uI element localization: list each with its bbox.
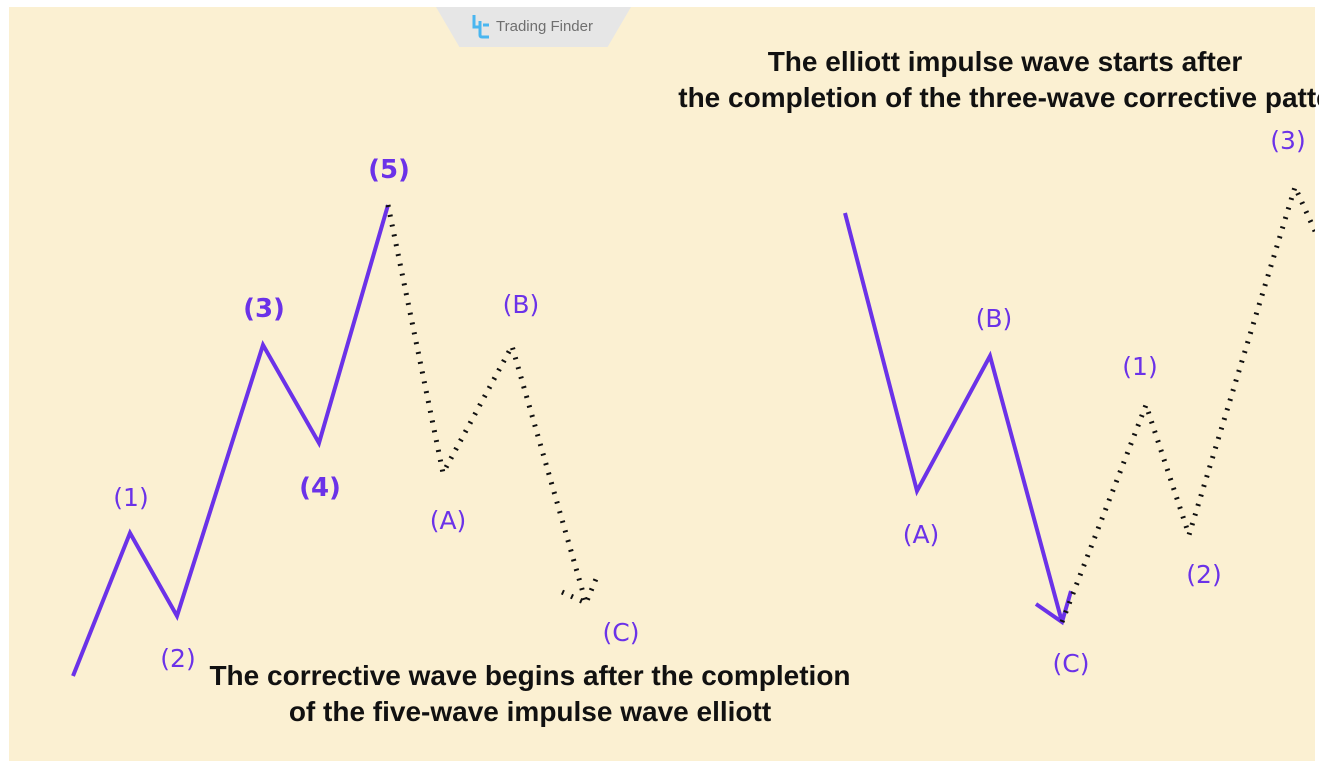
left-caption-line-1: The corrective wave begins after the com… bbox=[209, 660, 851, 691]
left-label-wave-1: (1) bbox=[113, 483, 148, 512]
logo-tab bbox=[436, 7, 631, 47]
brand-logo: Trading Finder bbox=[471, 12, 593, 40]
right-label-wave-b: (B) bbox=[976, 304, 1013, 333]
right-caption-line-2: the completion of the three-wave correct… bbox=[678, 82, 1319, 113]
right-label-wave-a: (A) bbox=[903, 520, 940, 549]
left-label-wave-2: (2) bbox=[160, 644, 195, 673]
right-corrective-wave-line bbox=[843, 212, 1064, 623]
left-label-wave-5: (5) bbox=[368, 155, 410, 185]
right-label-wave-c: (C) bbox=[1053, 649, 1090, 678]
left-label-wave-b: (B) bbox=[503, 290, 540, 319]
left-impulse-wave-line bbox=[71, 204, 390, 677]
right-impulse-wave-line bbox=[1059, 179, 1315, 623]
right-caption-line-1: The elliott impulse wave starts after bbox=[767, 46, 1243, 77]
left-label-wave-a: (A) bbox=[430, 506, 467, 535]
left-corrective-wave-line bbox=[385, 204, 589, 604]
right-caption: The elliott impulse wave starts after th… bbox=[640, 44, 1319, 116]
trading-finder-logo-icon bbox=[472, 15, 489, 39]
diagram-canvas bbox=[9, 7, 1315, 761]
left-caption-line-2: of the five-wave impulse wave elliott bbox=[288, 696, 772, 727]
left-label-wave-4: (4) bbox=[299, 473, 341, 503]
left-caption: The corrective wave begins after the com… bbox=[180, 658, 880, 730]
left-label-wave-c: (C) bbox=[603, 618, 640, 647]
left-label-wave-3: (3) bbox=[243, 294, 285, 324]
right-label-wave-3: (3) bbox=[1270, 126, 1305, 155]
right-label-wave-1: (1) bbox=[1122, 352, 1157, 381]
brand-name: Trading Finder bbox=[496, 17, 593, 35]
right-label-wave-2: (2) bbox=[1186, 560, 1221, 589]
